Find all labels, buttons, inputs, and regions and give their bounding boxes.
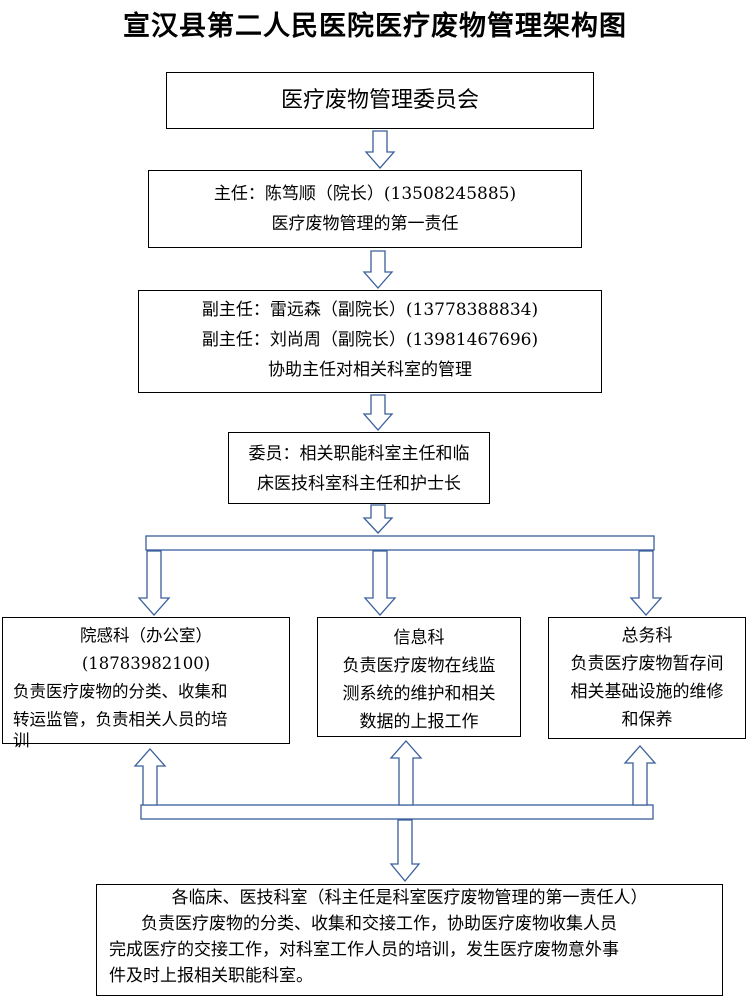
committee-name: 医疗废物管理委员会 bbox=[280, 88, 479, 113]
deputy-line-3: 协助主任对相关科室的管理 bbox=[268, 360, 472, 380]
members-line-2: 床医技科室科主任和护士长 bbox=[257, 474, 461, 494]
clinical-line-2: 负责医疗废物的分类、收集和交接工作，协助医疗废物收集人员 bbox=[141, 914, 617, 934]
up-arrow-middle bbox=[389, 740, 423, 806]
down-arrow-4 bbox=[362, 504, 394, 534]
clinical-dept-box: 各临床、医技科室（科主任是科室医疗废物管理的第一责任人） 负责医疗废物的分类、收… bbox=[96, 884, 723, 996]
branch-arrow-middle bbox=[363, 550, 397, 616]
distribution-bar bbox=[145, 535, 655, 551]
committee-box: 医疗废物管理委员会 bbox=[166, 72, 594, 129]
infection-dept-line-4: 转运监管，负责相关人员的培 bbox=[13, 710, 228, 729]
down-arrow-2 bbox=[362, 250, 394, 289]
info-dept-box: 信息科 负责医疗废物在线监 测系统的维护和相关 数据的上报工作 bbox=[317, 617, 521, 737]
down-arrow-3 bbox=[362, 394, 394, 431]
general-dept-line-2: 负责医疗废物暂存间 bbox=[570, 654, 724, 674]
infection-dept-box: 院感科（办公室） (18783982100) 负责医疗废物的分类、收集和 转运监… bbox=[2, 617, 290, 749]
infection-dept-line-5: 训 bbox=[13, 731, 30, 750]
infection-dept-line-1: 院感科（办公室） bbox=[80, 626, 212, 645]
branch-arrow-left bbox=[137, 550, 171, 616]
general-dept-line-3: 相关基础设施的维修 bbox=[570, 682, 724, 702]
director-box: 主任：陈笃顺（院长）(13508245885) 医疗废物管理的第一责任 bbox=[148, 170, 582, 248]
down-arrow-1 bbox=[364, 130, 396, 169]
general-dept-box: 总务科 负责医疗废物暂存间 相关基础设施的维修 和保养 bbox=[548, 617, 746, 739]
up-arrow-right bbox=[623, 745, 657, 806]
diagram-title: 宣汉县第二人民医院医疗废物管理架构图 bbox=[123, 11, 627, 42]
up-arrow-left bbox=[133, 748, 167, 806]
info-dept-line-3: 测系统的维护和相关 bbox=[342, 684, 496, 704]
general-dept-line-4: 和保养 bbox=[621, 710, 673, 730]
collection-bar bbox=[140, 804, 654, 820]
director-line-1: 主任：陈笃顺（院长）(13508245885) bbox=[213, 184, 517, 204]
clinical-line-3: 完成医疗的交接工作，对科室工作人员的培训，发生医疗废物意外事 bbox=[109, 940, 619, 960]
members-line-1: 委员：相关职能科室主任和临 bbox=[248, 444, 470, 464]
deputy-line-2: 副主任：刘尚周（副院长）(13981467696) bbox=[201, 330, 539, 350]
general-dept-line-1: 总务科 bbox=[621, 626, 673, 646]
infection-dept-line-3: 负责医疗废物的分类、收集和 bbox=[13, 682, 228, 701]
members-box: 委员：相关职能科室主任和临 床医技科室科主任和护士长 bbox=[228, 432, 490, 504]
branch-arrow-right bbox=[629, 550, 663, 616]
down-arrow-clinical bbox=[389, 819, 421, 883]
deputy-line-1: 副主任：雷远森（副院长）(13778388834) bbox=[201, 300, 539, 320]
infection-dept-line-2: (18783982100) bbox=[81, 654, 211, 673]
info-dept-line-1: 信息科 bbox=[393, 628, 445, 648]
clinical-line-4: 件及时上报相关职能科室。 bbox=[109, 966, 313, 986]
info-dept-line-2: 负责医疗废物在线监 bbox=[342, 656, 496, 676]
deputy-box: 副主任：雷远森（副院长）(13778388834) 副主任：刘尚周（副院长）(1… bbox=[138, 290, 602, 393]
director-line-2: 医疗废物管理的第一责任 bbox=[271, 214, 459, 234]
clinical-line-1: 各临床、医技科室（科主任是科室医疗废物管理的第一责任人） bbox=[171, 888, 648, 908]
info-dept-line-4: 数据的上报工作 bbox=[359, 712, 479, 732]
